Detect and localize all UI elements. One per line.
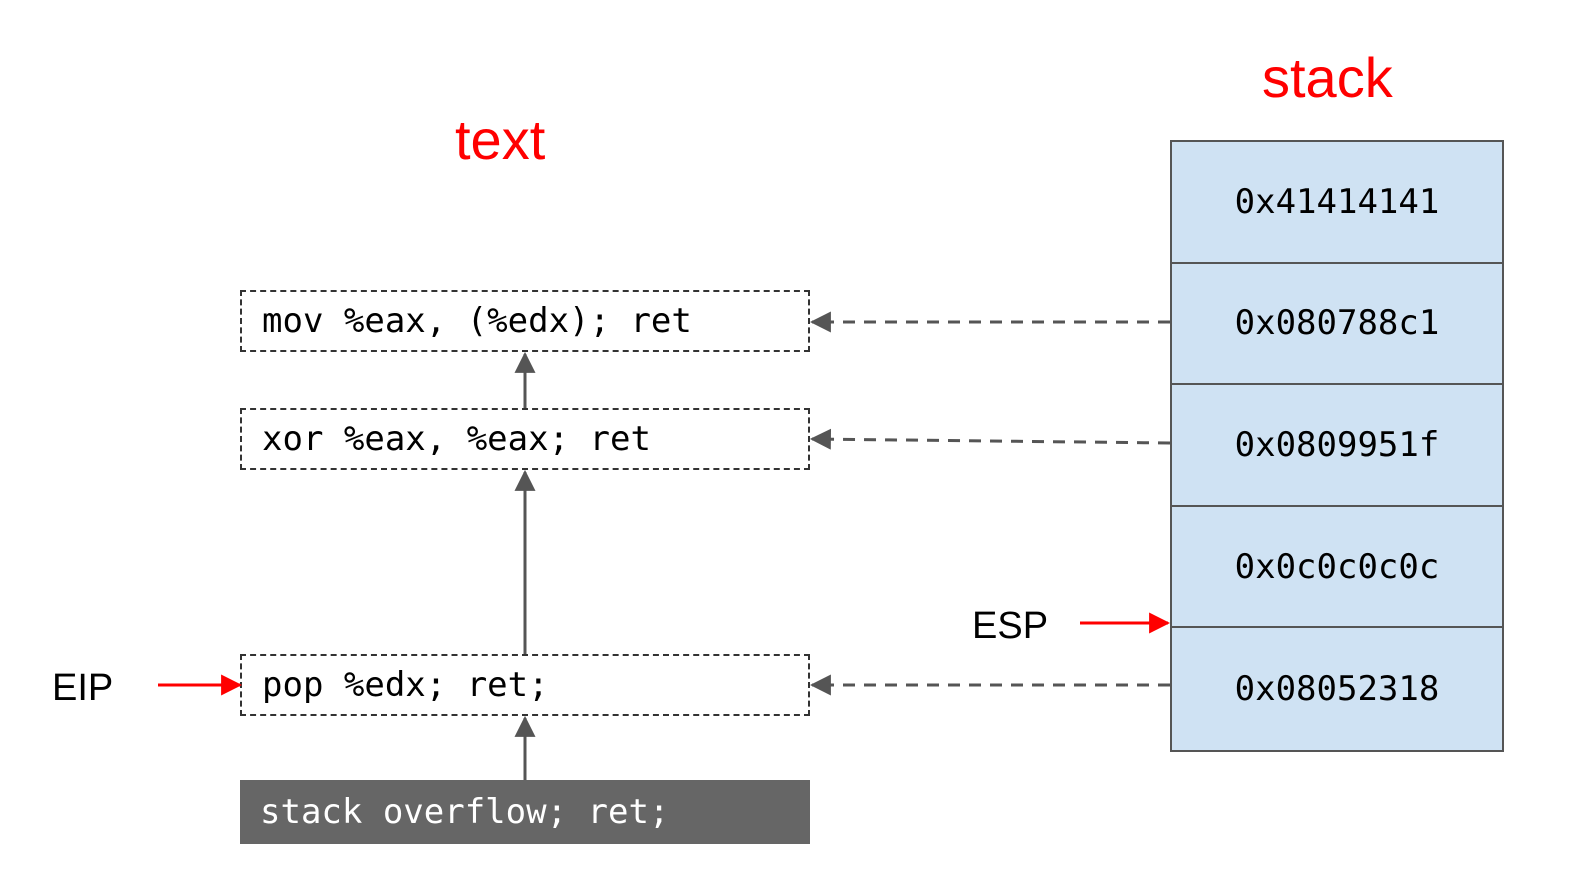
stack-cell-4: 0x08052318 [1234, 669, 1440, 710]
gadget-xor-text: xor %eax, %eax; ret [262, 419, 651, 459]
gadget-xor: xor %eax, %eax; ret [240, 408, 810, 470]
gadget-pop: pop %edx; ret; [240, 654, 810, 716]
link-arrow-xor [809, 428, 1171, 450]
text-section-title: text [455, 108, 546, 171]
stack-cell-3: 0x0c0c0c0c [1172, 507, 1502, 629]
stack-section-title: stack [1262, 46, 1393, 109]
gadget-mov-text: mov %eax, (%edx); ret [262, 301, 692, 341]
stack-column: 0x41414141 0x080788c1 0x0809951f 0x0c0c0… [1170, 140, 1504, 752]
stack-cell-0: 0x41414141 [1172, 142, 1502, 264]
stack-cell-2: 0x0809951f [1172, 385, 1502, 507]
gadget-pop-text: pop %edx; ret; [262, 665, 549, 705]
gadget-stack-overflow: stack overflow; ret; [240, 780, 810, 844]
gadget-mov: mov %eax, (%edx); ret [240, 290, 810, 352]
eip-label: EIP [52, 667, 114, 709]
stack-cell-1: 0x080788c1 [1172, 264, 1502, 386]
gadget-overflow-text: stack overflow; ret; [260, 792, 670, 832]
esp-label: ESP [972, 605, 1049, 647]
